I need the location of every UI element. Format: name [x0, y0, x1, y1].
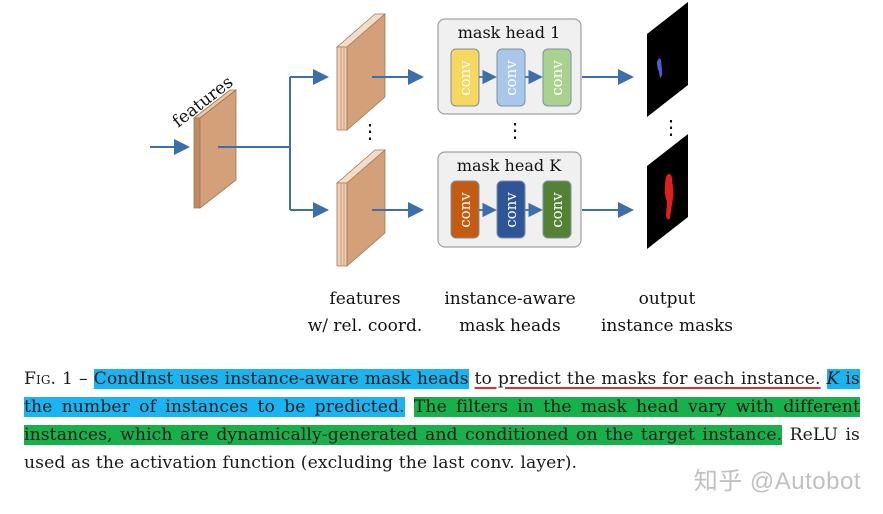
watermark: 知乎 @Autobot	[693, 468, 861, 495]
label-features: features	[329, 289, 400, 309]
feature-stack-ellipsis: ⋮	[360, 119, 380, 143]
conv-label: conv	[548, 60, 566, 96]
mask-head-k: mask head K conv conv conv	[437, 151, 582, 248]
caption-underlined: to predict the masks for each instance.	[474, 369, 821, 389]
mask-head-1: mask head 1 conv conv conv	[437, 18, 582, 115]
input-feature-block	[192, 89, 238, 209]
conv-label: conv	[502, 60, 520, 96]
output-ellipsis: ⋮	[661, 115, 681, 139]
output-mask-k	[647, 134, 688, 249]
output-mask-1	[647, 2, 688, 117]
caption-highlight-blue: CondInst uses instance-aware mask heads	[93, 369, 469, 389]
figure-label: Fig. 1 –	[24, 369, 88, 389]
conv-label: conv	[502, 192, 520, 228]
label-output: output	[639, 289, 696, 309]
conv-label: conv	[456, 60, 474, 96]
mask-head-ellipsis: ⋮	[505, 118, 525, 142]
conv-block	[542, 180, 572, 239]
label-rel-coord: w/ rel. coord.	[308, 316, 423, 336]
feature-stack-top	[335, 13, 387, 131]
feature-stack-bottom	[335, 149, 387, 267]
conv-block	[542, 48, 572, 107]
caption-k-text: is the number of instances to be predict…	[24, 369, 860, 417]
label-mask-heads: mask heads	[459, 316, 560, 336]
label-instance-aware: instance-aware	[444, 289, 575, 309]
k-variable: K	[826, 369, 840, 389]
caption-plain: ReLU is used as the activation function …	[24, 425, 860, 473]
mask-head-k-title: mask head K	[457, 156, 562, 175]
mask-head-1-title: mask head 1	[458, 23, 561, 42]
conv-label: conv	[548, 192, 566, 228]
label-instance-masks: instance masks	[601, 316, 733, 336]
conv-label: conv	[456, 192, 474, 228]
condinst-diagram: features ⋮ mask head 1 conv conv conv ⋮	[150, 2, 733, 336]
figure-caption: Fig. 1 – CondInst uses instance-aware ma…	[24, 365, 860, 477]
